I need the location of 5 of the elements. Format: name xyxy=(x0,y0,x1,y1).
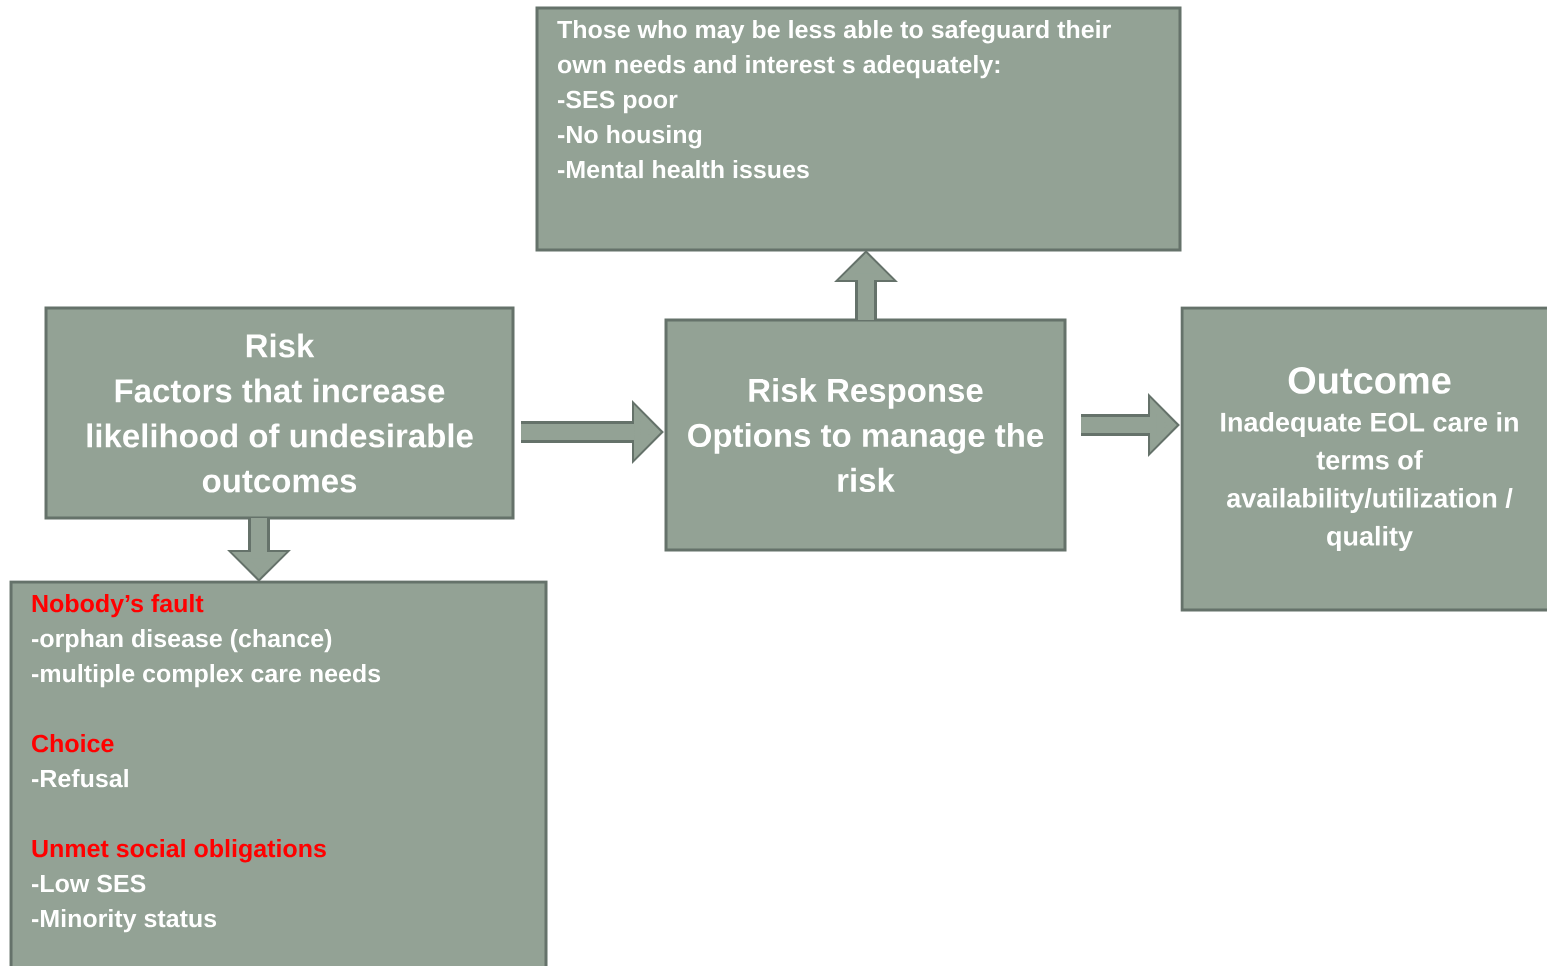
process-box: Risk Response Options to manage the risk xyxy=(664,318,1067,552)
process-box: Risk Factors that increase likelihood of undesirable outcomes xyxy=(44,306,515,520)
text-box: Nobody’s fault -orphan disease (chance) -multiple complex care needs Choice -Refusal Unmet social obligations -Low SES -Minority status xyxy=(9,580,548,966)
text-box: Those who may be less able to safeguard their own needs and interest s adequately: -SES poor -No housing -Mental health issues xyxy=(535,6,1182,252)
process-box: Outcome Inadequate EOL care in terms of availability/utilization / quality xyxy=(1180,306,1547,612)
